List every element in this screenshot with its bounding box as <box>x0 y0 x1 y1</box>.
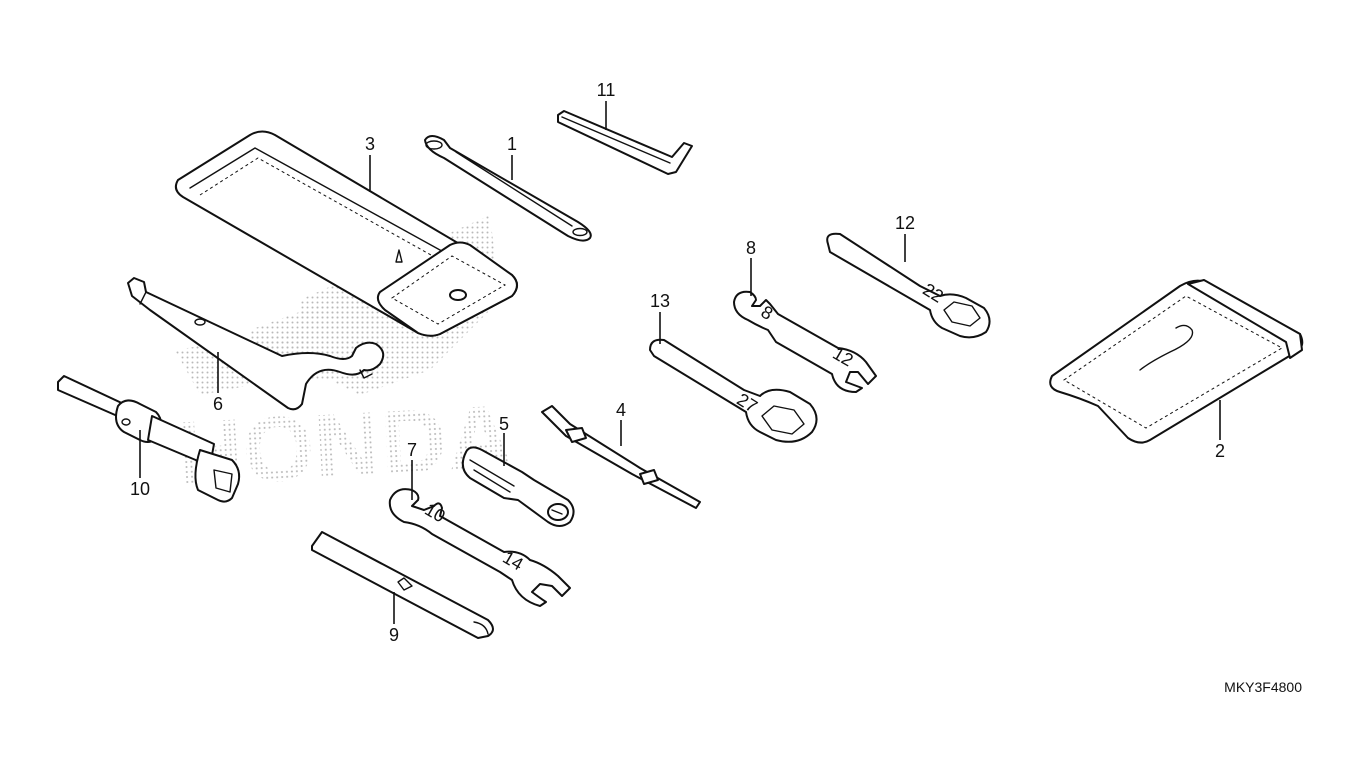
callout-13: 13 <box>650 291 670 311</box>
part-1-helmet-cable <box>424 135 592 242</box>
part-7-open-end-wrench: 10 14 <box>388 488 571 607</box>
part-10-spark-plug-wrench <box>57 375 241 503</box>
part-9-grip <box>311 531 494 639</box>
part-13-box-wrench: 27 <box>649 338 818 443</box>
callout-11: 11 <box>597 80 616 100</box>
callout-2: 2 <box>1215 441 1225 461</box>
part-2-manual-bag <box>1049 279 1304 444</box>
part-5-screwdriver-handle <box>461 446 575 527</box>
callout-6: 6 <box>213 394 223 414</box>
part-3-tool-pouch <box>174 130 518 337</box>
part-4-screwdriver-blade <box>541 405 701 509</box>
part-8-open-end-wrench: 8 12 <box>733 290 877 393</box>
callout-3: 3 <box>365 134 375 154</box>
callout-9: 9 <box>389 625 399 645</box>
callout-8: 8 <box>746 238 756 258</box>
callout-7: 7 <box>407 440 417 460</box>
part-12-box-wrench: 22 <box>826 232 991 339</box>
callout-1: 1 <box>507 134 517 154</box>
drawing-code: MKY3F4800 <box>1224 679 1302 695</box>
callout-12: 12 <box>895 213 915 233</box>
callout-10: 10 <box>130 479 150 499</box>
callout-5: 5 <box>499 414 509 434</box>
part-6-pin-spanner <box>127 277 385 411</box>
callout-labels: 1 2 3 4 5 6 7 8 9 10 11 12 13 <box>130 80 1225 645</box>
part-11-hex-key <box>557 110 693 175</box>
callout-4: 4 <box>616 400 626 420</box>
leader-lines <box>139 101 1221 624</box>
